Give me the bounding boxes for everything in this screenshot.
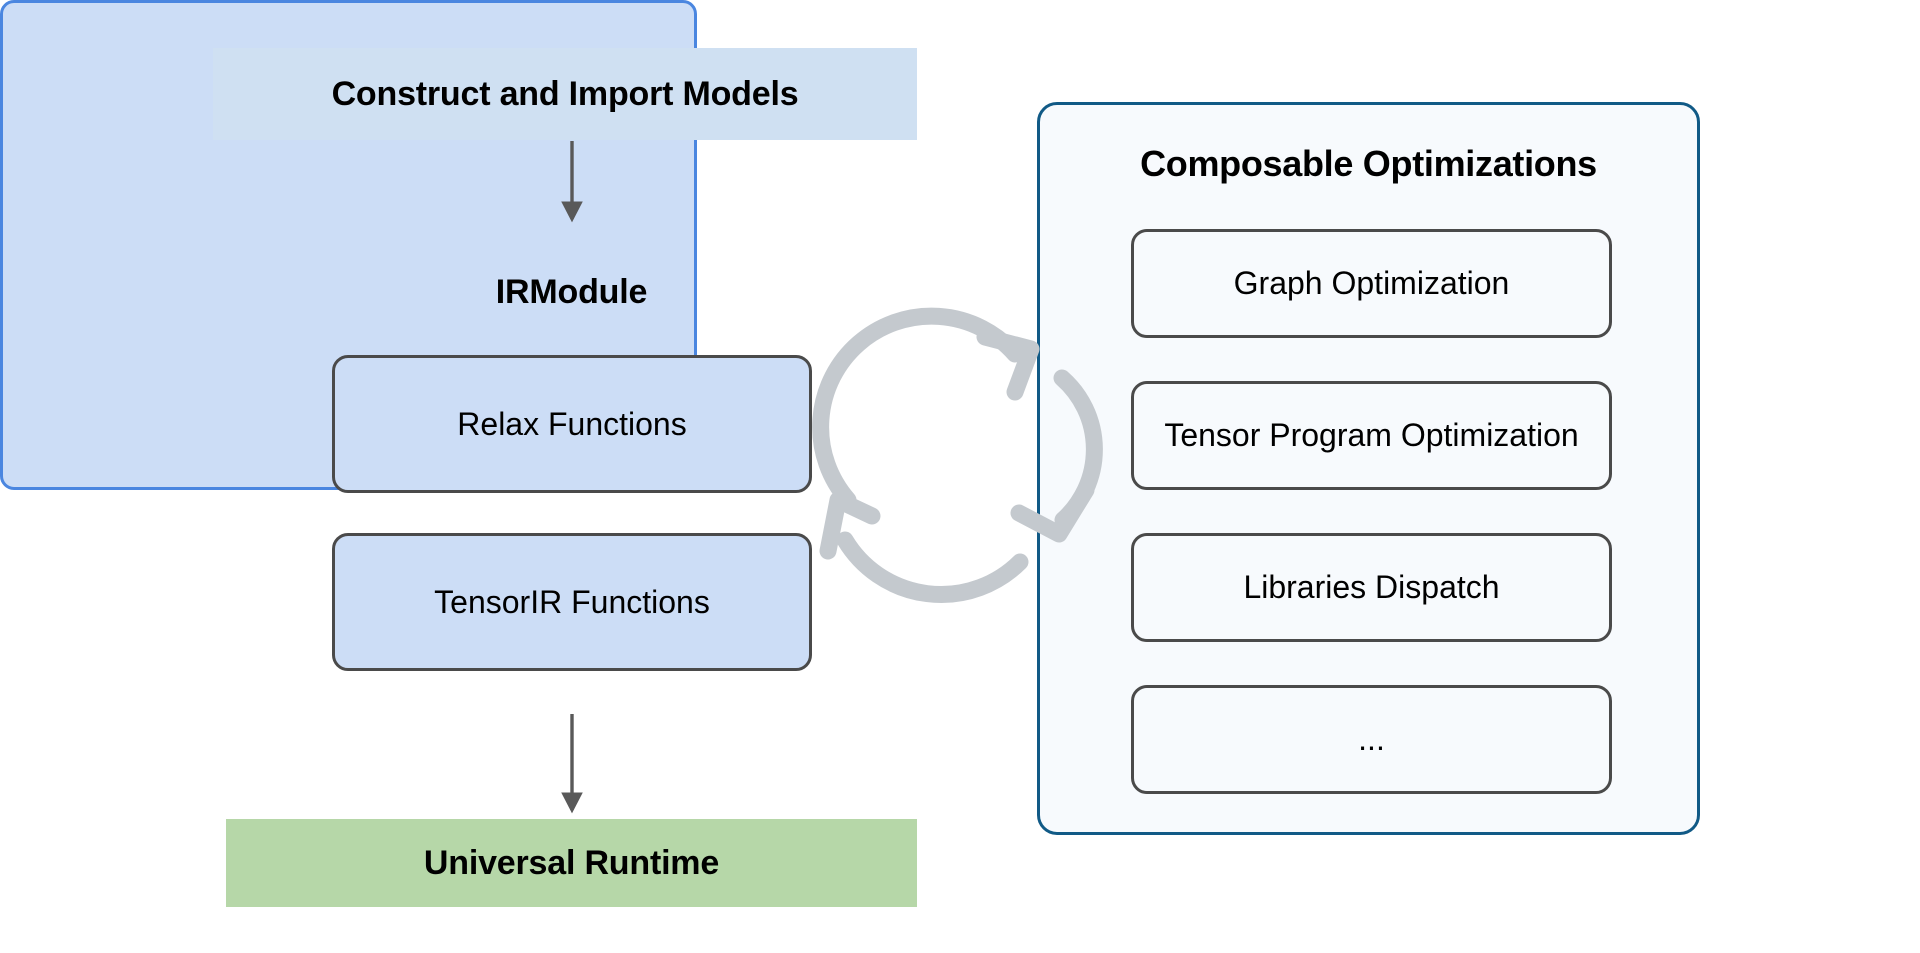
optimization-item-libraries-dispatch: Libraries Dispatch	[1131, 533, 1612, 642]
tensor-program-optimization-label: Tensor Program Optimization	[1164, 417, 1579, 454]
irmodule-item-relax-functions: Relax Functions	[332, 355, 812, 493]
irmodule-item-tensorir-functions: TensorIR Functions	[332, 533, 812, 671]
ellipsis-label: ...	[1358, 721, 1385, 758]
relax-functions-label: Relax Functions	[457, 405, 687, 442]
construct-and-import-models-box: Construct and Import Models	[213, 48, 917, 140]
libraries-dispatch-label: Libraries Dispatch	[1243, 569, 1500, 606]
optimization-item-graph-optimization: Graph Optimization	[1131, 229, 1612, 338]
universal-runtime-label: Universal Runtime	[423, 843, 720, 882]
irmodule-title-label: IRModule	[495, 272, 648, 311]
irmodule-title: IRModule	[226, 262, 917, 322]
optimization-item-ellipsis: ...	[1131, 685, 1612, 794]
composable-optimizations-title-label: Composable Optimizations	[1140, 142, 1597, 184]
construct-and-import-models-label: Construct and Import Models	[331, 74, 799, 113]
composable-optimizations-title: Composable Optimizations	[1037, 135, 1700, 193]
tensorir-functions-label: TensorIR Functions	[434, 583, 710, 620]
graph-optimization-label: Graph Optimization	[1233, 265, 1510, 302]
optimization-item-tensor-program-optimization: Tensor Program Optimization	[1131, 381, 1612, 490]
universal-runtime-box: Universal Runtime	[226, 819, 917, 907]
